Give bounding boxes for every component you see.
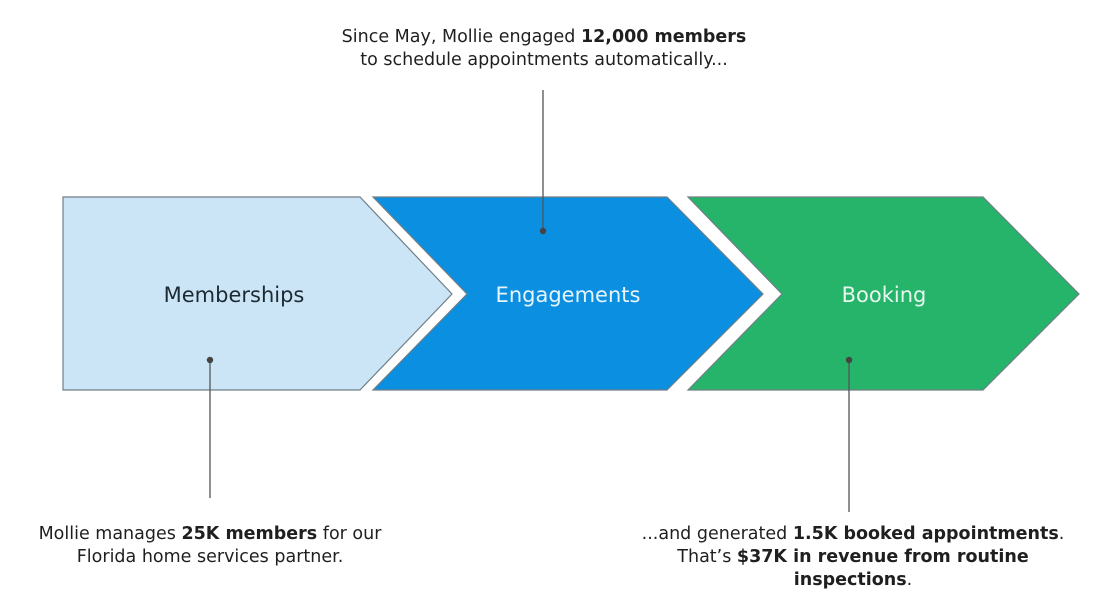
connector-dot-left: [206, 356, 214, 364]
annotation-right-bold: 1.5K booked appointments: [792, 524, 1059, 544]
stage-chevron-shape: [371, 196, 764, 391]
annotation-right-text-end: .: [1058, 524, 1065, 544]
annotation-memberships: Mollie manages 25K members for our Flori…: [0, 523, 420, 569]
annotation-left-text: Mollie manages: [38, 524, 182, 544]
stage-label: Memberships: [164, 283, 305, 307]
stage-label: Booking: [842, 283, 927, 307]
annotation-right-line3-bold: inspections: [793, 570, 907, 590]
annotation-right-line2-bold: $37K in revenue from routine: [736, 547, 1029, 567]
annotation-top-text: Since May, Mollie engaged: [341, 27, 581, 47]
connector-dot-top: [539, 227, 547, 235]
annotation-right-line2-text: That’s: [677, 547, 737, 567]
annotation-booking: ...and generated 1.5K booked appointment…: [608, 523, 1098, 592]
annotation-left-bold: 25K members: [181, 524, 318, 544]
annotation-left-line2: Florida home services partner.: [76, 547, 344, 567]
stage-engagements: Engagements: [371, 196, 764, 391]
annotation-engaged-members: Since May, Mollie engaged 12,000 members…: [300, 26, 788, 72]
connector-dot-right: [845, 356, 853, 364]
stage-label: Engagements: [496, 283, 641, 307]
stage-memberships: Memberships: [62, 196, 453, 391]
annotation-right-line3-text: .: [906, 570, 913, 590]
annotation-top-line2: to schedule appointments automatically..…: [360, 50, 728, 70]
stage-booking: Booking: [686, 196, 1080, 391]
annotation-left-text-end: for our: [317, 524, 382, 544]
annotation-top-bold: 12,000 members: [580, 27, 747, 47]
stage-chevron-shape: [686, 196, 1080, 391]
stage-chevron-shape: [62, 196, 453, 391]
annotation-right-text: ...and generated: [641, 524, 793, 544]
